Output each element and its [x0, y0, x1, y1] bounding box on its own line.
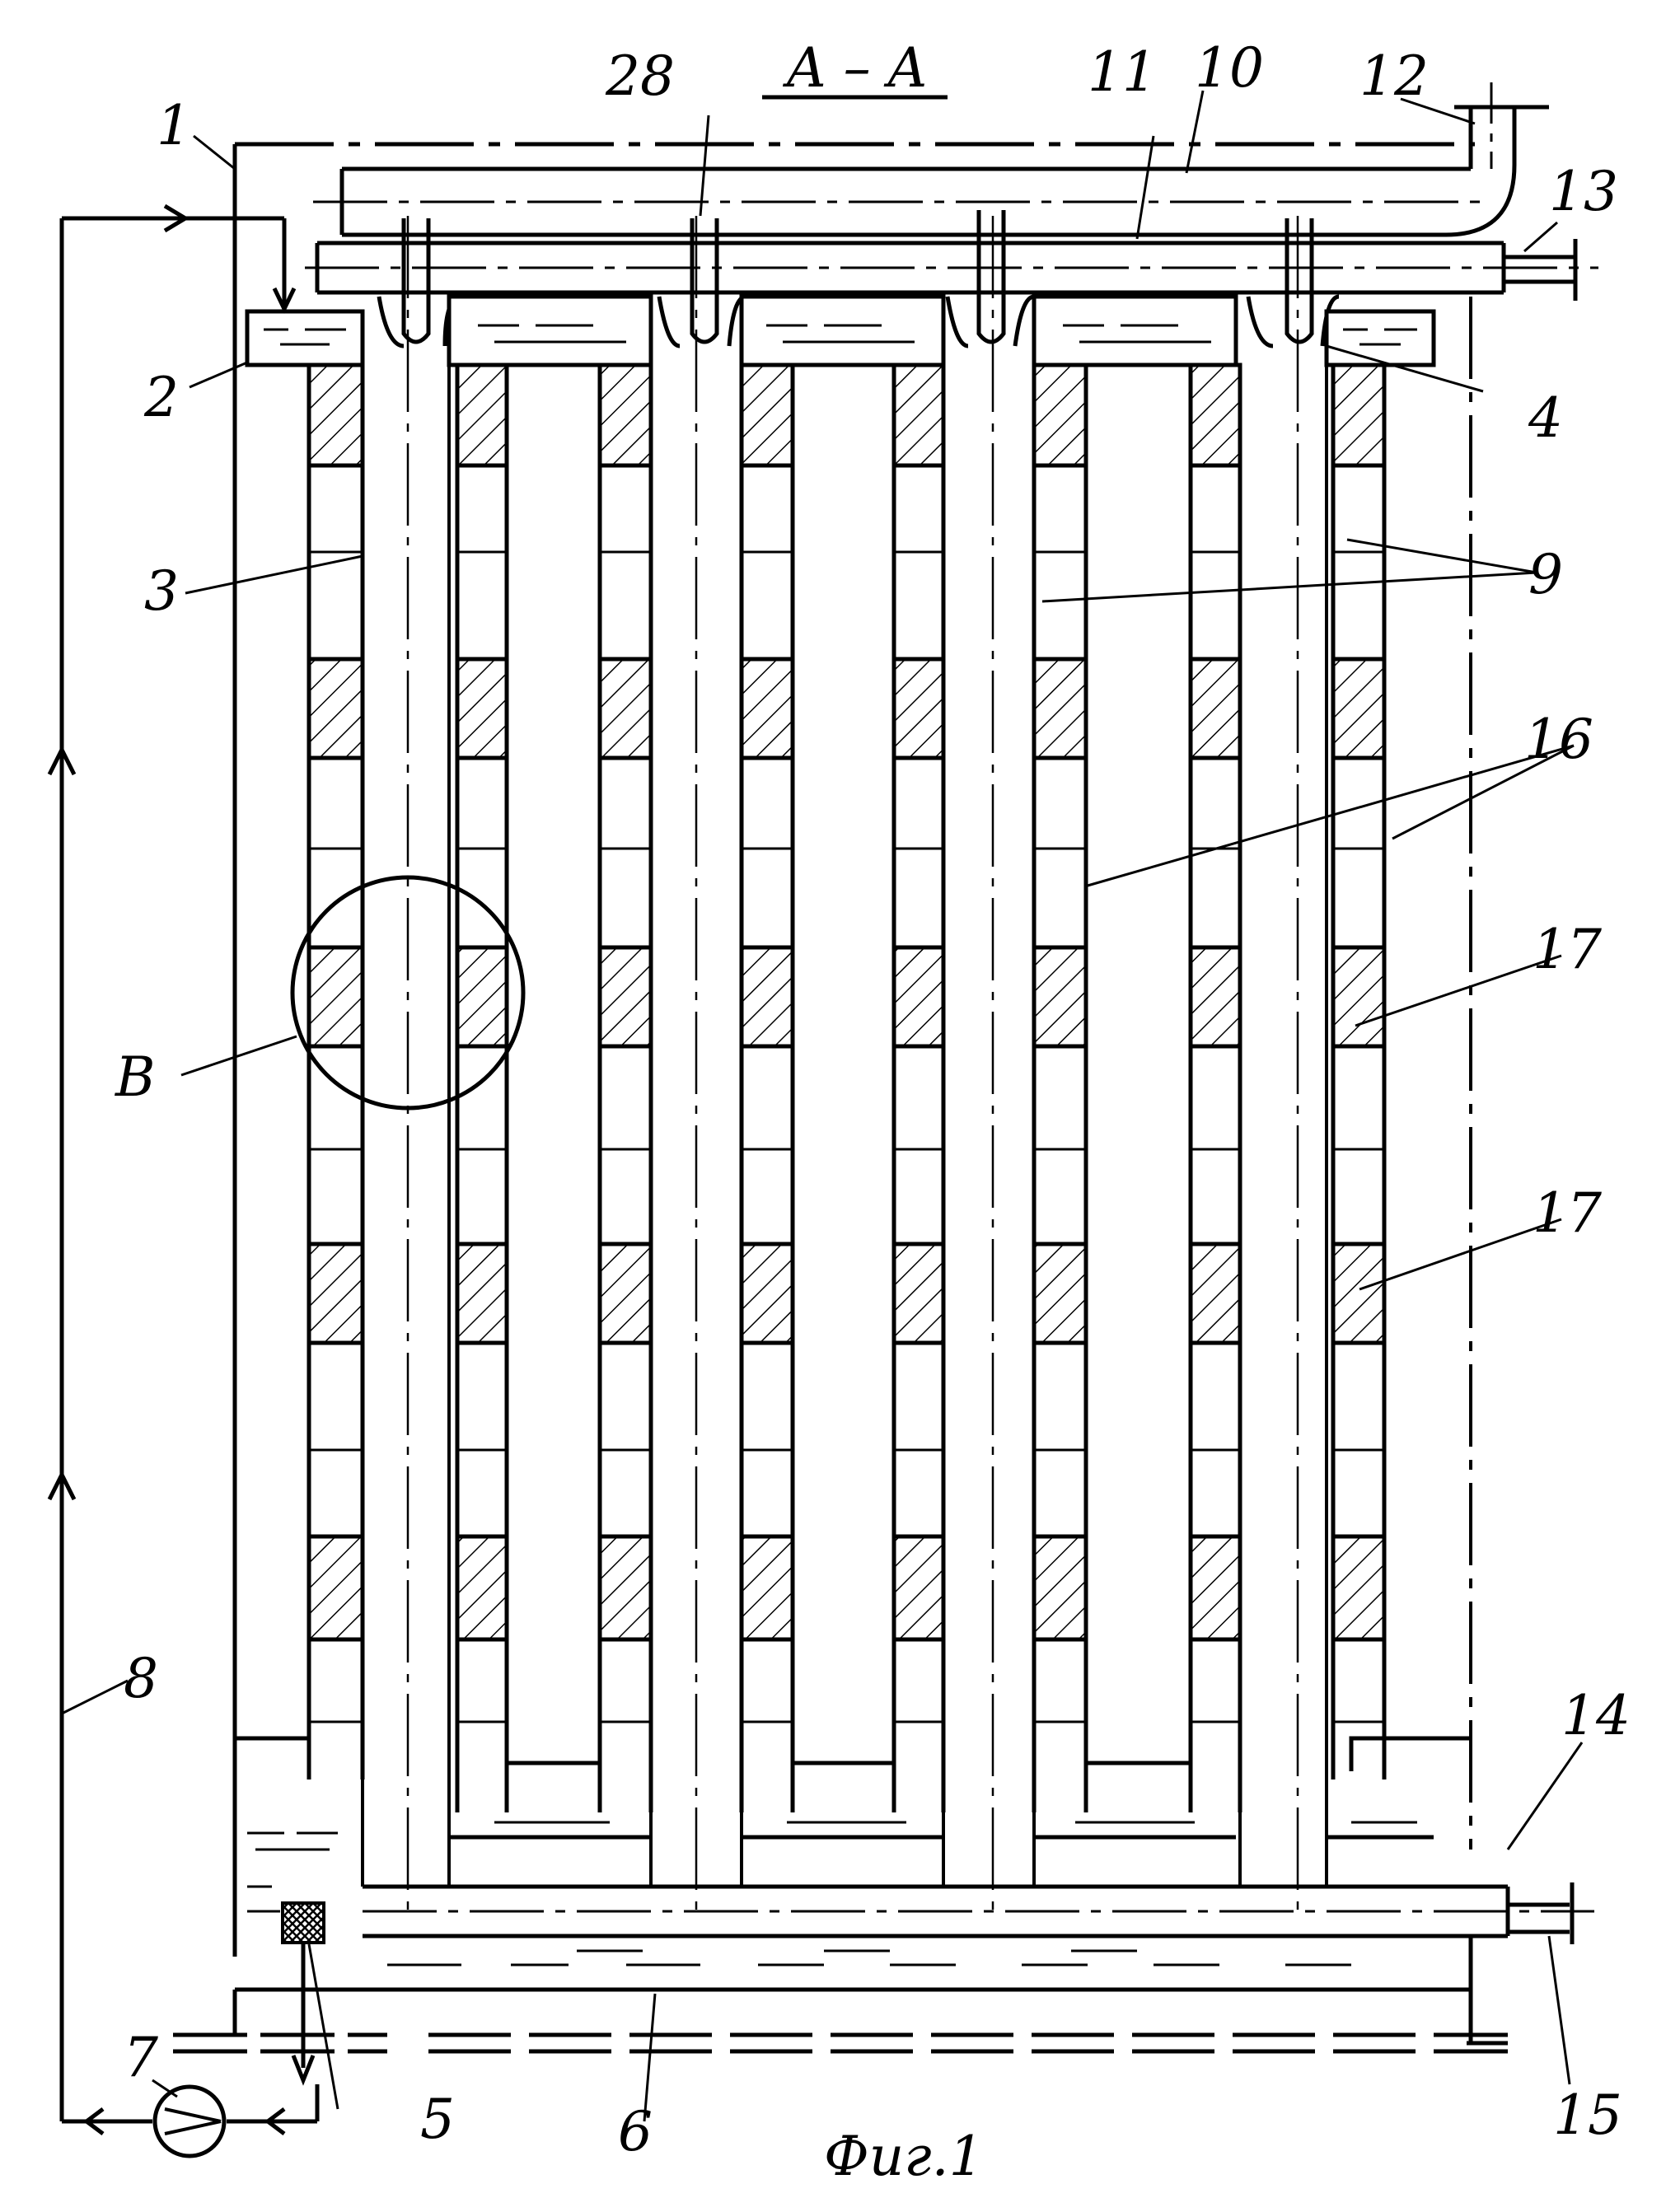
spacer-block — [309, 365, 363, 465]
lower-collector — [363, 1882, 1594, 1994]
label-16: 16 — [1524, 708, 1593, 771]
spacer-block — [1333, 1244, 1384, 1343]
spacer-block — [742, 659, 793, 758]
spacer-block — [1034, 1536, 1086, 1639]
label-2: 2 — [143, 366, 179, 429]
spacer-block — [1034, 365, 1086, 465]
label-10: 10 — [1195, 36, 1264, 100]
spacer-block — [894, 1536, 943, 1639]
label-8: 8 — [124, 1647, 158, 1710]
spacer-block — [600, 659, 651, 758]
label-5: 5 — [420, 2088, 455, 2151]
label-17-upper: 17 — [1533, 918, 1602, 981]
spacer-block — [457, 947, 507, 1046]
spacer-block — [742, 1536, 793, 1639]
spacer-block — [1191, 659, 1240, 758]
label-11: 11 — [1088, 40, 1157, 104]
label-6: 6 — [618, 2100, 653, 2163]
label-3: 3 — [144, 559, 179, 623]
bottom-returns — [235, 1738, 1471, 1837]
spacer-block — [309, 1536, 363, 1639]
label-12: 12 — [1359, 44, 1429, 108]
spacer-block — [600, 947, 651, 1046]
spacer-block — [600, 1536, 651, 1639]
label-b: B — [115, 1045, 156, 1109]
spacer-block — [457, 1244, 507, 1343]
spacer-block — [1333, 1536, 1384, 1639]
spacer-block — [1191, 1536, 1240, 1639]
label-13: 13 — [1549, 160, 1618, 223]
spacer-block — [742, 947, 793, 1046]
spacer-block — [1333, 365, 1384, 465]
spacer-block — [457, 365, 507, 465]
spacer-block — [894, 1244, 943, 1343]
label-15: 15 — [1553, 2083, 1622, 2147]
spacer-block — [894, 947, 943, 1046]
spacer-block — [1034, 659, 1086, 758]
label-17-lower: 17 — [1533, 1181, 1602, 1245]
spacer-block — [1034, 947, 1086, 1046]
spacer-block — [309, 1244, 363, 1343]
spacer-block — [309, 947, 363, 1046]
section-label: A – A — [782, 36, 927, 100]
spacer-block — [894, 659, 943, 758]
label-7: 7 — [124, 2026, 158, 2089]
spacer-block — [457, 1536, 507, 1639]
label-28: 28 — [605, 44, 675, 108]
spacer-block — [600, 1244, 651, 1343]
spacer-block — [742, 1244, 793, 1343]
spacer-block — [894, 365, 943, 465]
spacer-block — [742, 365, 793, 465]
label-9: 9 — [1528, 543, 1563, 606]
spacer-block — [1191, 947, 1240, 1046]
spacer-block — [1191, 1244, 1240, 1343]
figure-caption: Фиг.1 — [824, 2125, 984, 2188]
spacer-block — [1034, 1244, 1086, 1343]
floor-line — [173, 1990, 1508, 2051]
collector-pipe — [305, 239, 1598, 301]
spacer-block — [600, 365, 651, 465]
spacer-block — [1333, 947, 1384, 1046]
spacer-block — [457, 659, 507, 758]
spacer-block — [1333, 659, 1384, 758]
filter-block — [283, 1903, 324, 1943]
outer-housing — [235, 144, 1475, 1957]
label-1: 1 — [157, 94, 191, 157]
spacer-block — [1191, 365, 1240, 465]
circulation-loop — [49, 206, 317, 2134]
label-14: 14 — [1561, 1684, 1631, 1747]
label-4: 4 — [1528, 386, 1563, 450]
spacer-block — [309, 659, 363, 758]
columns-group — [309, 216, 1384, 1920]
pump — [155, 2087, 224, 2156]
